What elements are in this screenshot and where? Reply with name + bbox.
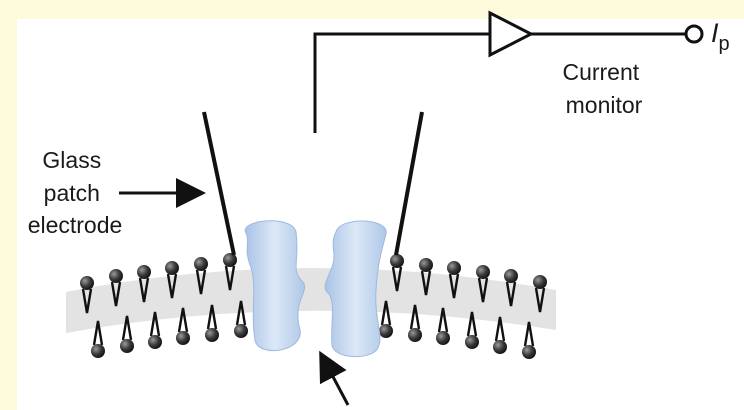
lipid-head bbox=[194, 257, 208, 271]
lipid-head bbox=[379, 324, 393, 338]
amplifier-triangle-icon bbox=[490, 13, 531, 55]
current-monitor-label: Current monitor bbox=[562, 59, 645, 118]
electrode-wall-right bbox=[396, 112, 422, 255]
lipid-head bbox=[205, 328, 219, 342]
lipid-head bbox=[504, 269, 518, 283]
circuit-wire bbox=[315, 34, 490, 133]
lipid-head bbox=[165, 261, 179, 275]
lipid-head bbox=[522, 345, 536, 359]
electrode-label: Glass patch electrode bbox=[28, 147, 123, 238]
output-terminal-icon bbox=[686, 26, 702, 42]
lipid-head bbox=[223, 253, 237, 267]
output-label: Ip bbox=[711, 18, 730, 55]
lipid-head bbox=[176, 331, 190, 345]
lipid-head bbox=[419, 258, 433, 272]
lipid-head bbox=[436, 331, 450, 345]
lipid-head bbox=[465, 335, 479, 349]
channel-protein-left bbox=[245, 221, 304, 351]
lipid-head bbox=[493, 340, 507, 354]
lipid-head bbox=[234, 324, 248, 338]
lipid-head bbox=[476, 265, 490, 279]
lipid-head bbox=[91, 344, 105, 358]
lipid-head bbox=[80, 276, 94, 290]
lipid-head bbox=[137, 265, 151, 279]
lipid-head bbox=[120, 339, 134, 353]
lipid-head bbox=[447, 261, 461, 275]
lipid-head bbox=[148, 335, 162, 349]
electrode-wall-left bbox=[204, 112, 234, 255]
lipid-head bbox=[533, 275, 547, 289]
lipid-head bbox=[109, 269, 123, 283]
lipid-head bbox=[390, 254, 404, 268]
lipid-head bbox=[408, 328, 422, 342]
channel-arrow-icon bbox=[322, 356, 348, 405]
